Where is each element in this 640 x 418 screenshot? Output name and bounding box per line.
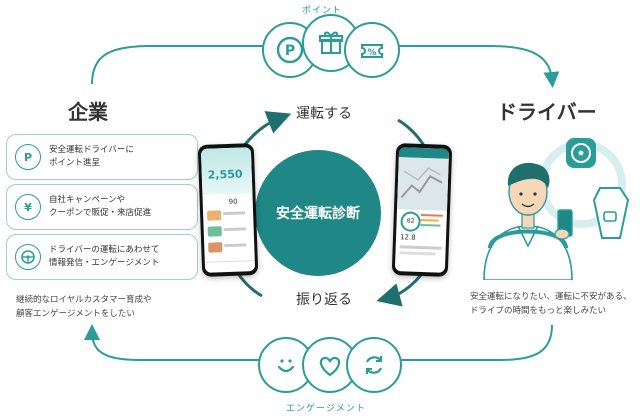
phone-left-score: 2,550	[207, 167, 243, 182]
phone-right: 82 12.8	[391, 143, 453, 277]
steering-wheel-icon	[15, 244, 41, 270]
svg-text:P: P	[285, 43, 295, 59]
svg-text:%: %	[367, 48, 376, 58]
points-icon: P	[15, 144, 41, 170]
refresh-icon	[346, 337, 402, 393]
center-label: 安全運転診断	[276, 206, 360, 222]
phone-right-value: 12.8	[399, 233, 416, 242]
coupon-icon: %	[344, 22, 400, 78]
card-points: P 安全運転ドライバーに ポイント進呈	[6, 134, 198, 180]
phone-right-score: 82	[400, 211, 421, 232]
phone-left-small: 90	[228, 197, 238, 206]
safe-driving-diagnosis: 安全運転診断	[255, 150, 381, 276]
points-label: ポイント	[302, 6, 343, 16]
driver-illustration	[483, 138, 630, 280]
cycle-review-label: 振り返る	[296, 292, 352, 308]
phone-left: 2,550 90	[197, 143, 259, 277]
card-campaign: ¥ 自社キャンペーンや クーポンで販促・来店促進	[6, 184, 198, 230]
company-title: 企業	[68, 100, 108, 124]
company-note: 継続的なロイヤルカスタマー育成や 顧客エンゲージメントをしたい	[16, 295, 152, 319]
card-points-text: 安全運転ドライバーに ポイント進呈	[49, 145, 134, 168]
card-campaign-text: 自社キャンペーンや クーポンで販促・来店促進	[49, 195, 152, 218]
card-engagement: ドライバーの運転にあわせて 情報発信・エンゲージメント	[6, 234, 198, 280]
driver-title: ドライバー	[497, 100, 597, 124]
engagement-label: エンゲージメント	[286, 404, 366, 414]
card-engagement-text: ドライバーの運転にあわせて 情報発信・エンゲージメント	[49, 245, 160, 268]
cycle-drive-label: 運転する	[296, 106, 352, 122]
driver-note: 安全運転になりたい、運転に不安がある、 ドライブの時間をもっと楽しみたい	[470, 292, 632, 316]
yen-icon: ¥	[15, 194, 41, 220]
